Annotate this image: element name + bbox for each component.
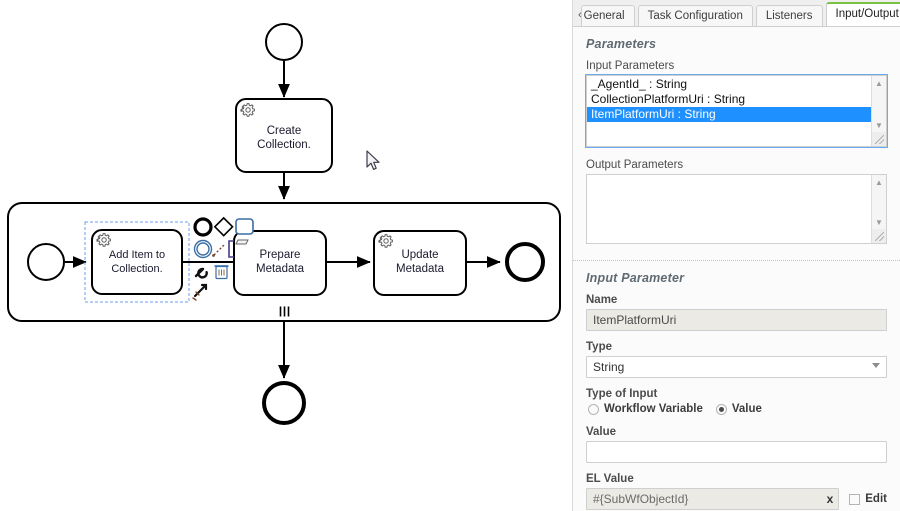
type-of-input-radio-group: Workflow Variable Value xyxy=(588,403,887,415)
svg-text:Collection.: Collection. xyxy=(257,139,311,151)
rocket-icon xyxy=(192,283,208,301)
output-parameters-listbox[interactable]: ▲ ▼ xyxy=(586,174,887,244)
output-parameters-label: Output Parameters xyxy=(586,159,684,171)
svg-text:Metadata: Metadata xyxy=(396,263,445,275)
name-label: Name xyxy=(586,294,618,306)
list-item[interactable]: CollectionPlatformUri : String xyxy=(591,92,746,106)
tab-general[interactable]: General xyxy=(580,5,635,26)
append-task-icon xyxy=(235,218,254,235)
subprocess-end-event xyxy=(505,242,545,282)
list-item[interactable]: _AgentId_ : String xyxy=(591,77,688,91)
tab-input-output[interactable]: Input/Output xyxy=(825,2,900,26)
radio-workflow-variable-label[interactable]: Workflow Variable xyxy=(604,403,703,415)
input-parameters-listbox[interactable]: _AgentId_ : String CollectionPlatformUri… xyxy=(585,74,888,148)
mouse-cursor xyxy=(366,150,380,170)
input-parameters-label: Input Parameters xyxy=(586,60,675,72)
value-label: Value xyxy=(586,426,617,438)
output-parameters-resize-grip[interactable] xyxy=(872,229,886,243)
el-value-text: #{SubWfObjectId} xyxy=(593,492,689,506)
input-parameters-rows: _AgentId_ : String CollectionPlatformUri… xyxy=(587,76,871,146)
tab-task-configuration[interactable]: Task Configuration xyxy=(637,5,753,26)
output-parameters-scrollbar[interactable]: ▲ ▼ xyxy=(871,175,886,243)
parallel-multi-instance-marker xyxy=(279,306,290,317)
scroll-down-icon[interactable]: ▼ xyxy=(875,217,883,227)
bpmn-canvas[interactable]: Create Collection. xyxy=(0,0,572,511)
svg-text:Prepare: Prepare xyxy=(260,249,301,261)
edit-checkbox-label[interactable]: Edit xyxy=(865,493,887,505)
input-parameters-resize-grip[interactable] xyxy=(872,132,886,146)
selection-outline xyxy=(84,221,190,303)
radio-workflow-variable[interactable] xyxy=(588,403,599,415)
svg-text:Collection.: Collection. xyxy=(111,263,162,275)
svg-text:Create: Create xyxy=(267,125,302,137)
append-intermediate-event-icon xyxy=(193,239,213,259)
value-field[interactable] xyxy=(586,441,887,463)
task-prepare-metadata: Prepare Metadata xyxy=(233,230,327,296)
edit-checkbox[interactable] xyxy=(849,493,861,505)
el-value-field[interactable]: #{SubWfObjectId} x xyxy=(586,488,840,510)
type-select-wrapper[interactable] xyxy=(586,356,887,378)
start-event-top xyxy=(265,23,303,61)
el-value-row: #{SubWfObjectId} x Edit xyxy=(586,488,887,510)
svg-text:Add Item to: Add Item to xyxy=(109,249,165,261)
scroll-up-icon[interactable]: ▲ xyxy=(875,177,883,187)
tab-bar: ‹ General Task Configuration Listeners I… xyxy=(573,0,900,27)
parameters-section: Parameters Input Parameters _AgentId_ : … xyxy=(573,27,900,260)
tab-scroll-left-icon[interactable]: ‹ xyxy=(578,9,582,21)
scroll-up-icon[interactable]: ▲ xyxy=(875,78,883,88)
context-pad xyxy=(192,216,254,301)
subprocess-start-event xyxy=(27,243,65,281)
append-gateway-icon xyxy=(213,216,234,237)
clear-icon[interactable]: x xyxy=(826,492,834,506)
monitor-icon xyxy=(235,239,249,245)
input-parameter-title: Input Parameter xyxy=(586,271,685,285)
name-field[interactable] xyxy=(586,309,887,331)
task-add-item-to-collection: Add Item to Collection. xyxy=(91,229,183,295)
input-parameters-scrollbar[interactable]: ▲ ▼ xyxy=(871,76,886,146)
append-end-event-icon xyxy=(193,217,213,237)
radio-value[interactable] xyxy=(715,403,727,415)
type-select[interactable] xyxy=(586,356,887,378)
el-value-label: EL Value xyxy=(586,473,634,485)
input-parameter-section: Input Parameter Name Type Type of Input … xyxy=(573,260,900,511)
radio-value-label[interactable]: Value xyxy=(731,403,762,415)
tab-listeners[interactable]: Listeners xyxy=(755,5,823,26)
wrench-icon xyxy=(194,267,208,279)
parameters-title: Parameters xyxy=(586,37,657,51)
scroll-down-icon[interactable]: ▼ xyxy=(875,120,883,130)
properties-panel: ‹ General Task Configuration Listeners I… xyxy=(572,0,900,511)
trash-icon xyxy=(214,265,229,280)
type-label: Type xyxy=(586,341,612,353)
svg-text:Update: Update xyxy=(401,249,438,261)
list-item-selected[interactable]: ItemPlatformUri : String xyxy=(587,107,871,122)
type-of-input-label: Type of Input xyxy=(586,388,658,400)
append-text-annotation-icon xyxy=(228,240,234,258)
svg-text:Metadata: Metadata xyxy=(256,263,305,275)
connect-icon xyxy=(212,244,225,257)
task-create-collection: Create Collection. xyxy=(235,98,333,173)
task-update-metadata: Update Metadata xyxy=(373,230,467,296)
end-event-bottom xyxy=(262,381,306,425)
